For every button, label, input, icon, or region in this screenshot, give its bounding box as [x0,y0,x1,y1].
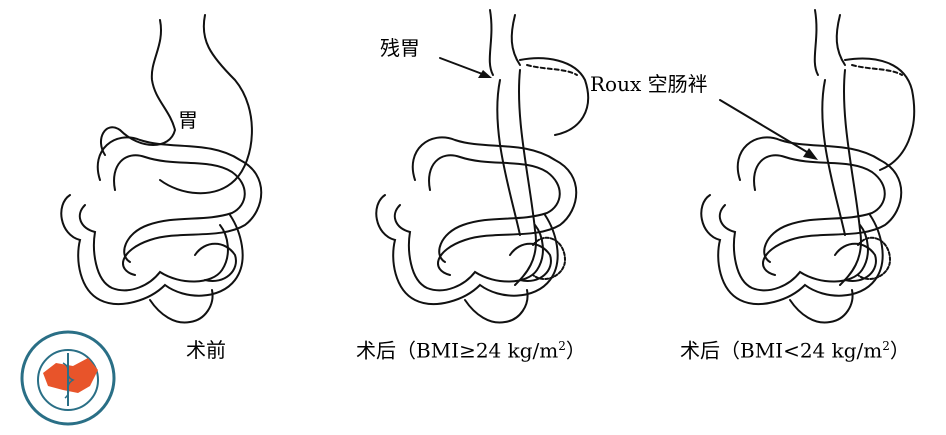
arrow-roux [719,99,818,160]
caption-sup: 2 [558,339,566,353]
postop-bmi-low-drawing [700,9,916,324]
chinese-medical-association-logo [20,330,116,426]
postop-bmi-high-drawing [375,9,590,324]
preop-drawing [60,14,263,324]
caption-suffix: ） [889,338,910,363]
label-remnant-stomach: 残胃 [380,36,420,60]
caption-preop: 术前 [186,338,226,362]
arrow-remnant [439,57,492,78]
caption-text: 术后（BMI≥24 kg/m [356,338,559,363]
label-stomach: 胃 [178,108,198,132]
caption-postop-bmi-low: 术后（BMI<24 kg/m2） [680,340,910,361]
caption-sup: 2 [882,339,890,353]
caption-postop-bmi-high: 术后（BMI≥24 kg/m2） [356,340,586,361]
label-roux-limb: Roux 空肠袢 [590,72,708,96]
caption-text: 术后（BMI<24 kg/m [680,338,883,363]
caption-suffix: ） [565,338,586,363]
